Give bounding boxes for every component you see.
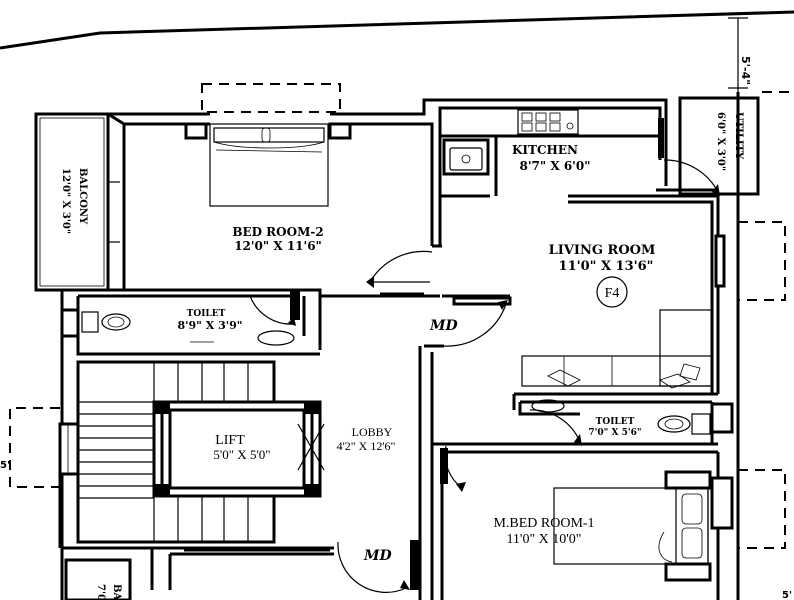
mbed-name: M.BED ROOM-1 (493, 516, 594, 531)
utility-outline (678, 96, 760, 196)
mbed-size: 11'0" X 10'0" (506, 532, 581, 547)
toilet1-basin (257, 330, 295, 346)
kitchen-sink (449, 147, 483, 171)
living-size: 11'0" X 13'6" (559, 259, 654, 274)
living-sofa (521, 355, 713, 387)
toilet1-walls (60, 288, 320, 600)
main-door-1-label: MD (429, 318, 458, 334)
toilet2-size: 7'0" X 5'6" (588, 428, 641, 438)
bedroom2-size: 12'0" X 11'6" (234, 239, 322, 253)
lobby-size: 4'2" X 12'6" (337, 439, 396, 453)
balcony-label: BALCONY (77, 168, 88, 225)
window-projection-mbed (738, 469, 786, 549)
living-name: LIVING ROOM (549, 243, 656, 258)
bedroom2-door-swing (369, 250, 433, 283)
unit-tag-circle (596, 276, 628, 308)
unit-tag: F4 (605, 286, 620, 301)
kitchen-stove (517, 109, 579, 135)
toilet2-wc (691, 413, 711, 435)
main-door-2-swing (337, 541, 407, 593)
bedroom2-bed (209, 123, 329, 207)
kitchen-name: KITCHEN (512, 143, 578, 157)
lower-corridor-walls (60, 546, 334, 600)
stair-treads-horizontal (78, 401, 154, 499)
lift-name: LIFT (215, 433, 245, 448)
utility-door-swing (663, 159, 719, 193)
lobby-name: LOBBY (352, 425, 393, 439)
bottom-left-partial-size: 7'0 (95, 584, 106, 600)
toilet1-door-swing (249, 295, 295, 325)
window-projection-bedroom2 (201, 83, 341, 113)
toilet2-door-swing (529, 409, 581, 443)
toilet1-size: 8'9" X 3'9" (177, 319, 242, 332)
balcony-size: 12'0" X 3'0" (60, 168, 71, 234)
bottom-left-partial-label: BAL (111, 584, 122, 600)
living-walls (568, 92, 740, 600)
window-projection-lift (9, 407, 60, 488)
bedroom2-name: BED ROOM-2 (232, 225, 323, 239)
toilet2-walls (444, 392, 718, 446)
left-dimension-mark: 5' (0, 460, 10, 471)
site-boundary (0, 10, 794, 50)
right-dimension-mark: 5' (782, 590, 792, 600)
corridor-walls (290, 288, 510, 600)
lift-size: 5'0" X 5'0" (213, 447, 270, 462)
mbed-walls (432, 442, 720, 600)
main-door-1-swing (443, 303, 507, 347)
toilet2-name: TOILET (596, 417, 635, 427)
main-door-2-label: MD (363, 548, 392, 564)
dimension-top-right: 5'-4" (739, 56, 752, 85)
lift-shaft (152, 400, 322, 498)
toilet1-name: TOILET (187, 309, 226, 319)
bedroom2-walls (106, 98, 442, 290)
window-projection-living (738, 221, 786, 301)
stair-treads-vertical (153, 362, 249, 542)
toilet1-wc (81, 311, 99, 333)
balcony-outline (34, 112, 110, 292)
utility-size: 6'0" X 3'0" (715, 112, 726, 171)
lift-door-mark (297, 423, 325, 471)
kitchen-size: 8'7" X 6'0" (520, 159, 591, 173)
